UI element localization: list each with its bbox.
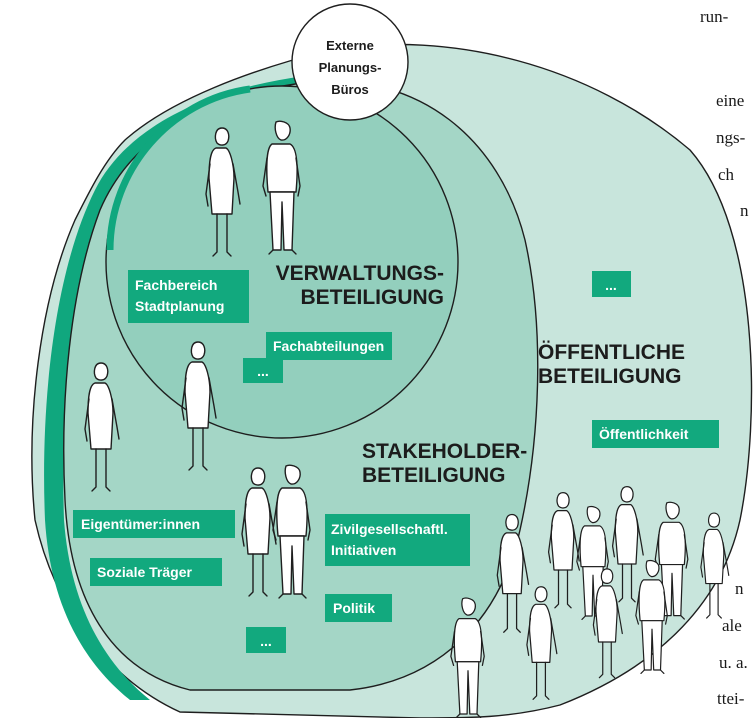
label-text: Eigentümer:innen — [81, 516, 200, 532]
external-planning-offices: Externe Planungs- Büros — [291, 3, 409, 121]
text-fragment: eine — [716, 91, 745, 110]
label-box: Soziale Träger — [90, 558, 222, 586]
label-text: Politik — [333, 600, 375, 616]
label-box: ... — [246, 627, 286, 653]
administration-title-line: BETEILIGUNG — [300, 286, 444, 309]
label-text: Soziale Träger — [97, 564, 192, 580]
label-text: Öffentlichkeit — [599, 426, 689, 442]
label-text: Fachabteilungen — [273, 338, 384, 354]
text-fragment: u. a. — [719, 653, 748, 672]
text-fragment: n — [740, 201, 749, 220]
label-text: Fachbereich — [135, 277, 217, 293]
text-fragment: ch — [718, 165, 735, 184]
stakeholder-title-line: BETEILIGUNG — [362, 464, 506, 487]
external-label-line: Büros — [331, 82, 369, 97]
text-fragment: run- — [700, 7, 729, 26]
external-label-line: Externe — [326, 38, 374, 53]
label-box: ... — [592, 271, 631, 297]
label-box: Öffentlichkeit — [592, 420, 719, 448]
label-box: ... — [243, 358, 283, 383]
label-text: Zivilgesellschaftl. — [331, 521, 448, 537]
label-box: Eigentümer:innen — [73, 510, 235, 538]
public-title-line: ÖFFENTLICHE — [538, 341, 685, 364]
text-fragment: n — [735, 579, 744, 598]
administration-title-line: VERWALTUNGS- — [276, 262, 444, 285]
external-label-line: Planungs- — [319, 60, 382, 75]
public-title-line: BETEILIGUNG — [538, 365, 682, 388]
label-box: Fachabteilungen — [266, 332, 392, 360]
label-box: Zivilgesellschaftl. Initiativen — [325, 514, 470, 566]
text-fragment: ngs- — [716, 128, 746, 147]
label-box: Fachbereich Stadtplanung — [128, 270, 249, 323]
label-text: ... — [260, 633, 272, 649]
label-text: ... — [605, 277, 617, 293]
accent-arc — [106, 85, 251, 251]
label-text: Stadtplanung — [135, 298, 224, 314]
label-text: Initiativen — [331, 542, 396, 558]
stakeholder-title-line: STAKEHOLDER- — [362, 440, 527, 463]
label-box: Politik — [325, 594, 392, 622]
text-fragment: ttei- — [717, 689, 745, 708]
text-fragment: ale — [722, 616, 742, 635]
label-text: ... — [257, 363, 269, 379]
